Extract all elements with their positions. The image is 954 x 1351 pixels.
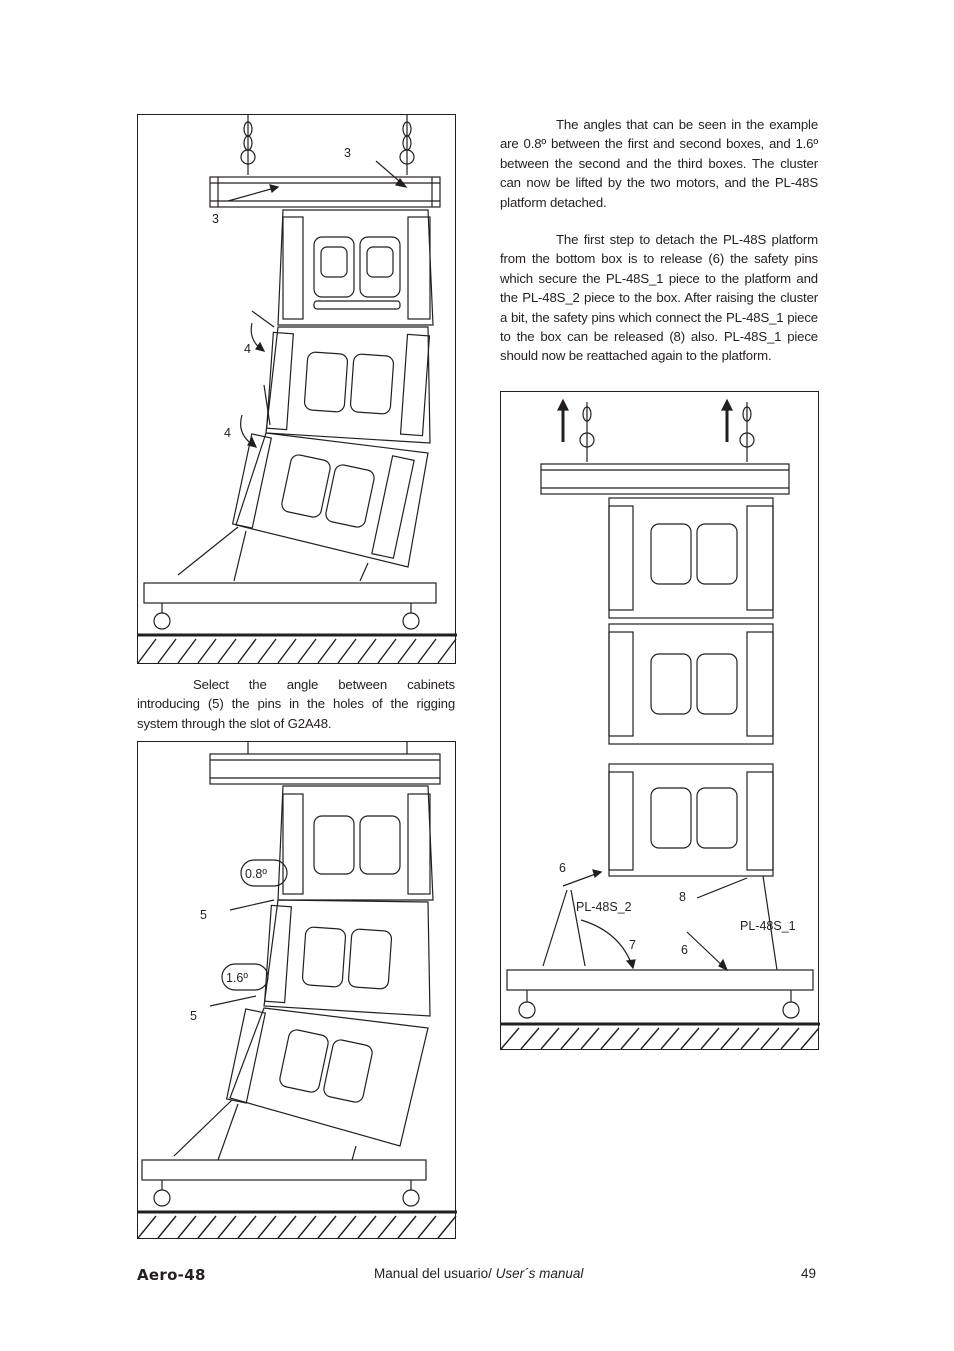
callout-6-lower: 6: [681, 943, 688, 957]
paragraph-select-angle: Select the angle between cabinets introd…: [137, 677, 455, 731]
callout-5-lower: 5: [190, 1009, 197, 1023]
callout-7: 7: [629, 938, 636, 952]
callout-8: 8: [679, 890, 686, 904]
chain-3-left: [579, 402, 595, 462]
callout-4-lower: 4: [224, 426, 231, 440]
caster-left: [153, 612, 171, 630]
top-rigging-frame-2: [209, 753, 441, 785]
top-rigging-frame-3: [540, 463, 790, 495]
angle-badge-16: [221, 963, 269, 991]
callout-3-left: 3: [212, 212, 219, 226]
angle-badge-08: [240, 859, 288, 887]
cabinet-2-2: [263, 899, 431, 1017]
base-platform-2: [141, 1159, 427, 1181]
label-pl48s-2: PL-48S_2: [576, 900, 632, 914]
angle-label-08: 0.8º: [245, 867, 267, 881]
figure-angle-selection: 0.8º 5 1.6º 5: [137, 741, 457, 1239]
figure-rigging-pins: 3 3 4 4: [137, 114, 457, 664]
manual-title: Manual del usuario/ User´s manual: [374, 1266, 584, 1281]
figure-platform-detach: 6 8 PL-48S_2 PL-48S_1 7 6: [500, 391, 820, 1050]
callout-4-upper: 4: [244, 342, 251, 356]
callout-5-upper: 5: [200, 908, 207, 922]
label-pl48s-1: PL-48S_1: [740, 919, 796, 933]
base-platform: [143, 582, 437, 604]
chain-shackle-left: [240, 115, 256, 175]
cabinet-2-3: [225, 1007, 429, 1147]
paragraph-detach: The first step to detach the PL-48S plat…: [500, 232, 818, 364]
rigging-illustration-2: 0.8º 5 1.6º 5: [138, 742, 457, 1239]
callout-6-upper: 6: [559, 861, 566, 875]
angle-label-16: 1.6º: [226, 971, 248, 985]
rigging-illustration-3: 6 8 PL-48S_2 PL-48S_1 7 6: [501, 398, 820, 1050]
cabinet-3: [231, 432, 429, 568]
cabinet-2-1: [277, 785, 434, 901]
cabinet-3-1: [608, 497, 774, 619]
floor-hatching: [138, 638, 457, 664]
callout-3-right: 3: [344, 146, 351, 160]
base-platform-3: [506, 969, 814, 991]
cabinet-3-3: [608, 763, 774, 877]
top-rigging-frame: [209, 176, 441, 208]
chain-3-right: [739, 402, 755, 462]
chain-shackle-right: [399, 115, 415, 175]
page-number: 49: [801, 1266, 817, 1281]
cabinet-2: [265, 326, 431, 444]
rigging-illustration-1: 3 3 4 4: [138, 115, 457, 664]
caster-right: [402, 612, 420, 630]
cabinet-3-2: [608, 623, 774, 745]
cabinet-1: [277, 209, 434, 326]
paragraph-angles: The angles that can be seen in the examp…: [500, 117, 818, 210]
brand-logo-text: Aero-48: [137, 1266, 206, 1284]
